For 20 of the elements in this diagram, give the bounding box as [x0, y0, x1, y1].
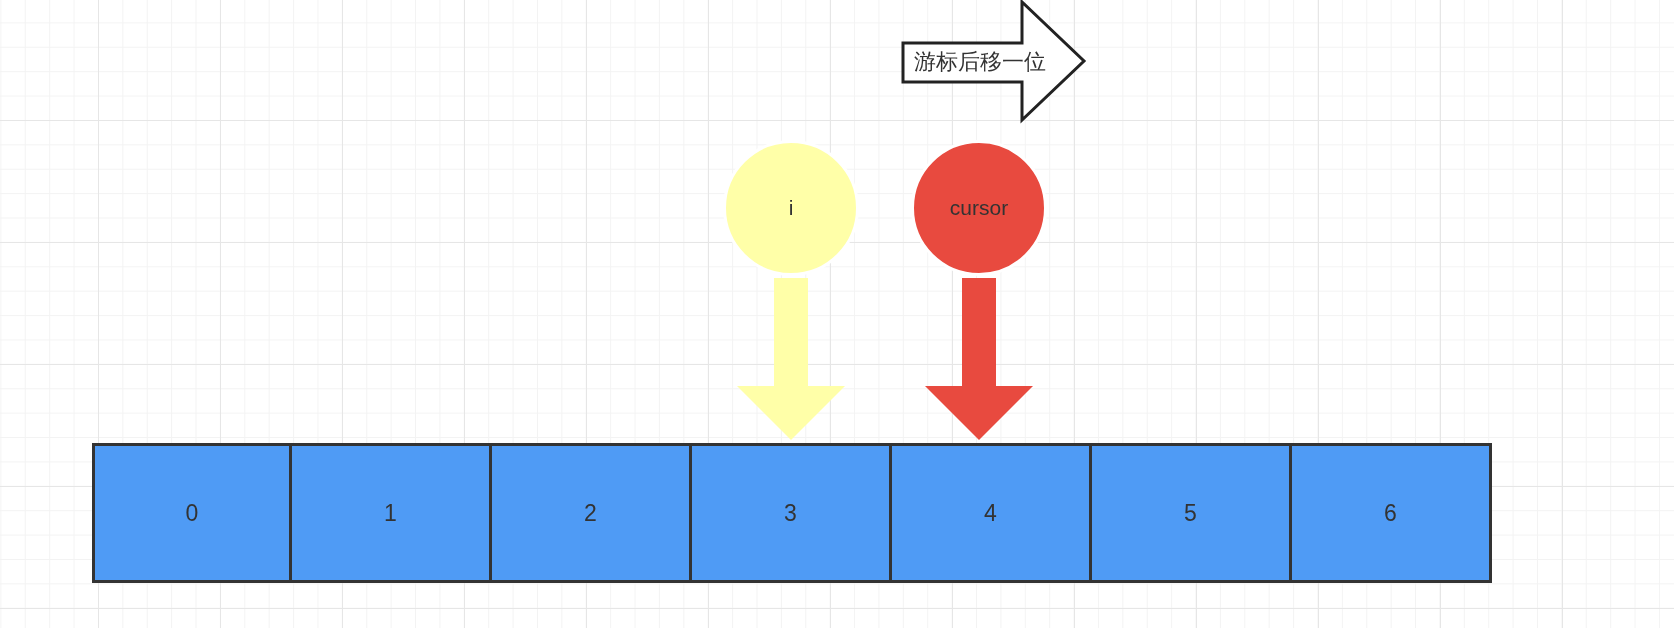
node-label: 0: [185, 499, 199, 527]
array-cell: [892, 443, 1092, 583]
node-label: 3: [784, 499, 797, 527]
block-arrow-shape: [902, 0, 1086, 122]
array-cell: [1092, 443, 1292, 583]
arrow: [925, 278, 1033, 440]
node-label: i: [788, 196, 794, 220]
array-cell: [1292, 443, 1492, 583]
arrow: [737, 278, 845, 440]
array-cell: [292, 443, 492, 583]
node-label: 1: [384, 499, 397, 527]
node-label: cursor: [949, 196, 1009, 220]
node-label: 2: [584, 499, 597, 527]
array-cell: [92, 443, 292, 583]
node-label: 游标后移一位: [914, 49, 1046, 75]
node-label: 4: [984, 499, 997, 527]
array-cell: [492, 443, 692, 583]
node-label: 6: [1384, 499, 1397, 527]
array-cell: [692, 443, 892, 583]
node-label: 5: [1184, 499, 1197, 527]
